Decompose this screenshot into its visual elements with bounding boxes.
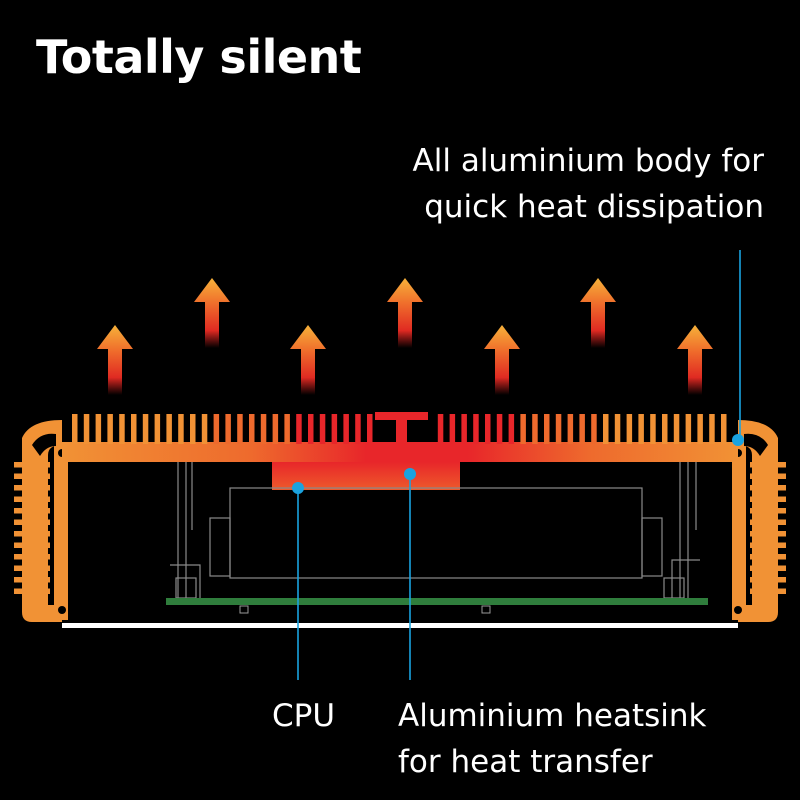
aluminium-body-callout-dot [732,434,744,446]
top-heatsink-plate [62,412,738,462]
pcb-connectors [239,605,491,614]
page-title: Totally silent [36,30,362,84]
callout-dots [292,434,744,494]
heat-arrows [97,278,713,395]
left-cooling-fins [14,462,50,594]
aluminium-body-label-line-1: All aluminium body for [412,143,764,179]
heatsink-label-line-2: for heat transfer [398,744,653,780]
heat-arrow [97,325,133,395]
aluminium-body-label: All aluminium body for quick heat dissip… [413,138,764,230]
cpu-label: CPU [272,698,336,734]
callout-lines [297,250,741,680]
heat-arrow [484,325,520,395]
heat-arrow [290,325,326,395]
top-cooling-fins [72,414,727,444]
heatsink-label: Aluminium heatsink for heat transfer [398,693,706,785]
cpu-callout-dot [292,482,304,494]
heat-arrow [677,325,713,395]
right-end-cap [732,420,786,622]
heatsink-label-line-1: Aluminium heatsink [398,698,707,734]
heatsink-callout-dot [404,468,416,480]
heat-arrow [194,278,230,348]
heat-arrow [580,278,616,348]
internal-components [170,462,700,599]
right-cooling-fins [750,462,786,594]
left-end-cap [14,420,68,622]
aluminium-body-label-line-2: quick heat dissipation [424,189,764,225]
heat-arrow [387,278,423,348]
bottom-base-plate [62,623,738,628]
motherboard-pcb [166,598,708,605]
